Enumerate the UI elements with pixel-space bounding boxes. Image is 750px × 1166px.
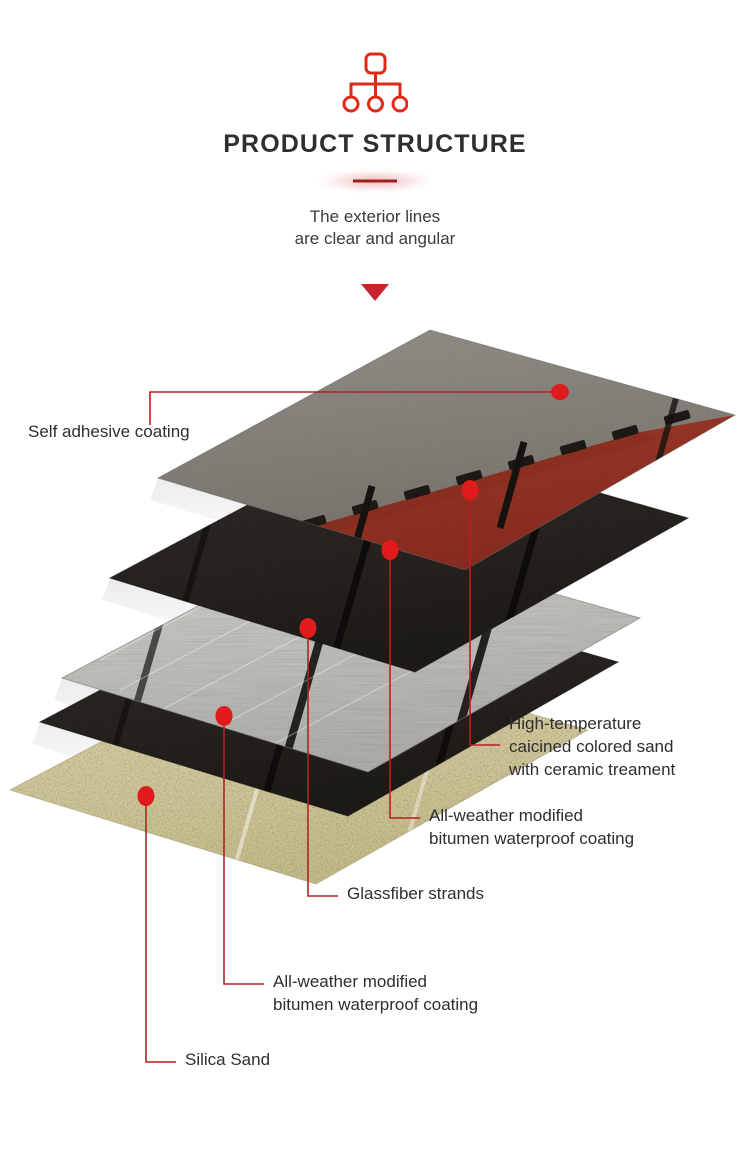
callout-dots (137, 384, 569, 806)
dot-self-adhesive (551, 384, 569, 400)
down-arrow-icon (361, 284, 389, 301)
dot-silica-sand (137, 786, 155, 806)
callout-label-self-adhesive: Self adhesive coating (28, 422, 190, 441)
org-structure-icon (342, 52, 408, 113)
leader-glassfiber (307, 628, 338, 897)
leader-bitumen-upper (389, 550, 420, 819)
callout-label-glassfiber: Glassfiber strands (347, 884, 484, 903)
leader-self-adhesive (149, 391, 560, 425)
leader-silica-sand (145, 796, 176, 1063)
dot-colored-sand (461, 480, 479, 500)
leader-colored-sand (469, 490, 500, 746)
title-divider-bar (353, 179, 397, 183)
callout-label-silica-sand: Silica Sand (185, 1050, 271, 1069)
callout-label-bitumen-upper: All-weather modified bitumen waterproof … (429, 806, 635, 848)
page-subtitle: The exterior lines are clear and angular (294, 207, 456, 248)
dot-glassfiber (299, 618, 317, 638)
leader-bitumen-lower (223, 716, 264, 985)
page-title: PRODUCT STRUCTURE (223, 130, 527, 158)
title-divider (315, 168, 435, 194)
dot-bitumen-lower (215, 706, 233, 726)
callout-label-bitumen-lower: All-weather modified bitumen waterproof … (273, 972, 479, 1014)
callout-label-colored-sand: High-temperature caicined colored sand w… (509, 714, 676, 779)
dot-bitumen-upper (381, 540, 399, 560)
callout-leader-lines (145, 391, 560, 1063)
